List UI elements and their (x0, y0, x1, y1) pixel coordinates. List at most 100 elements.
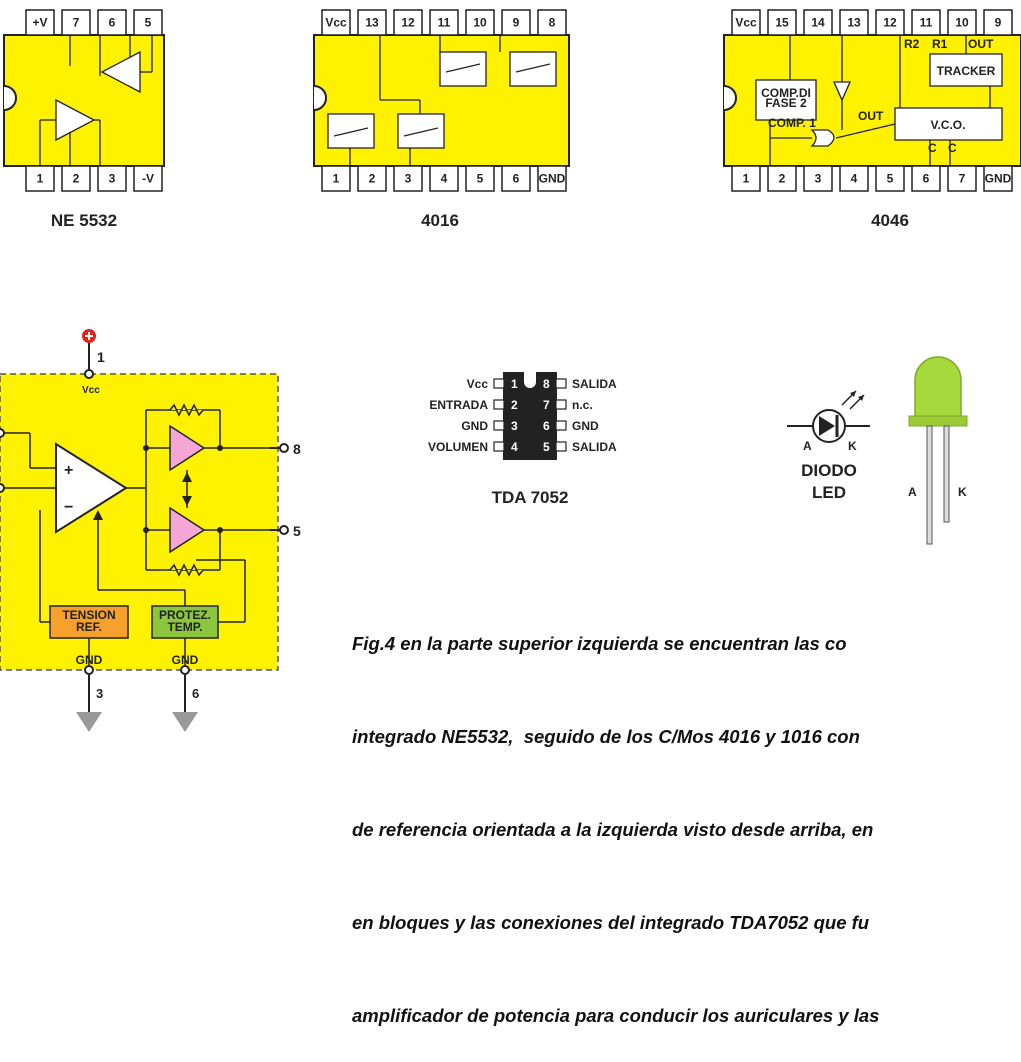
r1-label: R1 (932, 37, 948, 51)
chip-pin-label: 2 (73, 172, 80, 186)
out2-label: OUT (858, 109, 884, 123)
tda-left-pin-number: 2 (511, 398, 518, 412)
opamp-plus: + (64, 462, 73, 479)
chip-pin (537, 9, 567, 36)
gnd-right-label: GND (172, 653, 199, 667)
chip-pin-label: Vcc (325, 16, 347, 30)
tda-right-pin-label: n.c. (572, 398, 593, 412)
chip-4016-notch (313, 85, 327, 111)
tda-right-pin (555, 420, 567, 431)
chip-4016-title: 4016 (421, 211, 459, 230)
tda-right-pin-number: 6 (543, 419, 550, 433)
chip-pin-label: 3 (405, 172, 412, 186)
chip-pin (803, 165, 833, 192)
tda-right-pin-number: 7 (543, 398, 550, 412)
chip-pin-label: 6 (513, 172, 520, 186)
protez-temp-block (151, 605, 219, 639)
tda-right-pin-label: GND (572, 419, 599, 433)
tension-ref-line2: REF. (76, 620, 102, 634)
comp2-line2: FASE 2 (765, 96, 807, 110)
ne5532-notch (3, 85, 17, 111)
chip-pin (465, 165, 495, 192)
caption-line: de referencia orientada a la izquierda v… (352, 819, 874, 840)
led-bulb (914, 356, 962, 419)
chip-4046-wiring (755, 35, 1003, 166)
caption-line: en bloques y las conexiones del integrad… (352, 912, 870, 933)
output-amp-lower (169, 506, 206, 554)
chip-pin-label: +V (32, 16, 47, 30)
chip-pin (61, 9, 91, 36)
chip-pin (61, 165, 91, 192)
led-anode-label: A (803, 439, 812, 453)
chip-pin (983, 9, 1013, 36)
chip-pin (465, 9, 495, 36)
led-cathode-label: K (848, 439, 857, 453)
chip-pin-label: 9 (513, 16, 520, 30)
chip-pin-label: 5 (887, 172, 894, 186)
feedback-arrow-icon (93, 510, 103, 520)
led-cathode-leg (943, 425, 950, 523)
chip-pin-label: 11 (920, 16, 933, 30)
chip-pin (839, 9, 869, 36)
c1-label: C (928, 141, 937, 155)
chip-pin (97, 165, 127, 192)
ne5532-title: NE 5532 (51, 211, 117, 230)
chip-pin-label: 10 (473, 16, 487, 30)
led-leg-cathode-label: K (958, 485, 967, 499)
chip-pin-label: 3 (815, 172, 822, 186)
chip-pin (731, 165, 761, 192)
chip-pin (767, 165, 797, 192)
vcc-terminal (84, 369, 94, 379)
opamp-minus: − (64, 499, 73, 516)
led-title-line1: DIODO (801, 461, 857, 480)
tda-right-pin (555, 378, 567, 389)
vco-label: V.C.O. (931, 118, 966, 132)
chip-pin-label: 10 (955, 16, 969, 30)
caption-line: integrado NE5532, seguido de los C/Mos 4… (352, 726, 860, 747)
led-leg-anode-label: A (908, 485, 917, 499)
tda-left-pin-number: 1 (511, 377, 518, 391)
pin-1-label: 1 (97, 349, 105, 365)
chip-pin (357, 165, 387, 192)
protez-temp-line1: PROTEZ. (159, 608, 211, 622)
pin-8-terminal (279, 443, 289, 453)
chip-pin (911, 165, 941, 192)
chip-pin (983, 165, 1013, 192)
gnd-left-label: GND (76, 653, 103, 667)
tda7052-block-diagram: 1 Vcc (0, 329, 301, 732)
chip-pin-label: 14 (811, 16, 825, 30)
tda-right-pin (555, 441, 567, 452)
chip-pin (501, 165, 531, 192)
chip-pin (321, 165, 351, 192)
chip-pin-label: 6 (109, 16, 116, 30)
chip-pin (321, 9, 351, 36)
chip-pin (731, 9, 761, 36)
tension-ref-block (49, 605, 129, 639)
chip-pin-label: 13 (847, 16, 861, 30)
pin-6-label: 6 (192, 686, 199, 701)
chip-pin (537, 165, 567, 192)
led-symbol-triangle (819, 416, 835, 436)
chip-pin (133, 9, 163, 36)
caption-line: amplificador de potencia para conducir l… (352, 1005, 880, 1026)
arrow-down-icon (182, 496, 192, 506)
feedback-resistor-top (169, 403, 204, 417)
chip-pin (25, 9, 55, 36)
chip-pin-label: 2 (779, 172, 786, 186)
chip-pin (393, 165, 423, 192)
chip-pin-label: 15 (775, 16, 789, 30)
chip-pin (947, 165, 977, 192)
tda-left-pin-label: Vcc (467, 377, 489, 391)
chip-pin-label: 2 (369, 172, 376, 186)
tda-left-pin-label: VOLUMEN (428, 440, 488, 454)
comp1-label: COMP. 1 (768, 116, 816, 130)
chip-pin (393, 9, 423, 36)
chip-pin (911, 9, 941, 36)
caption-line: Fig.4 en la parte superior izquierda se … (352, 633, 847, 654)
